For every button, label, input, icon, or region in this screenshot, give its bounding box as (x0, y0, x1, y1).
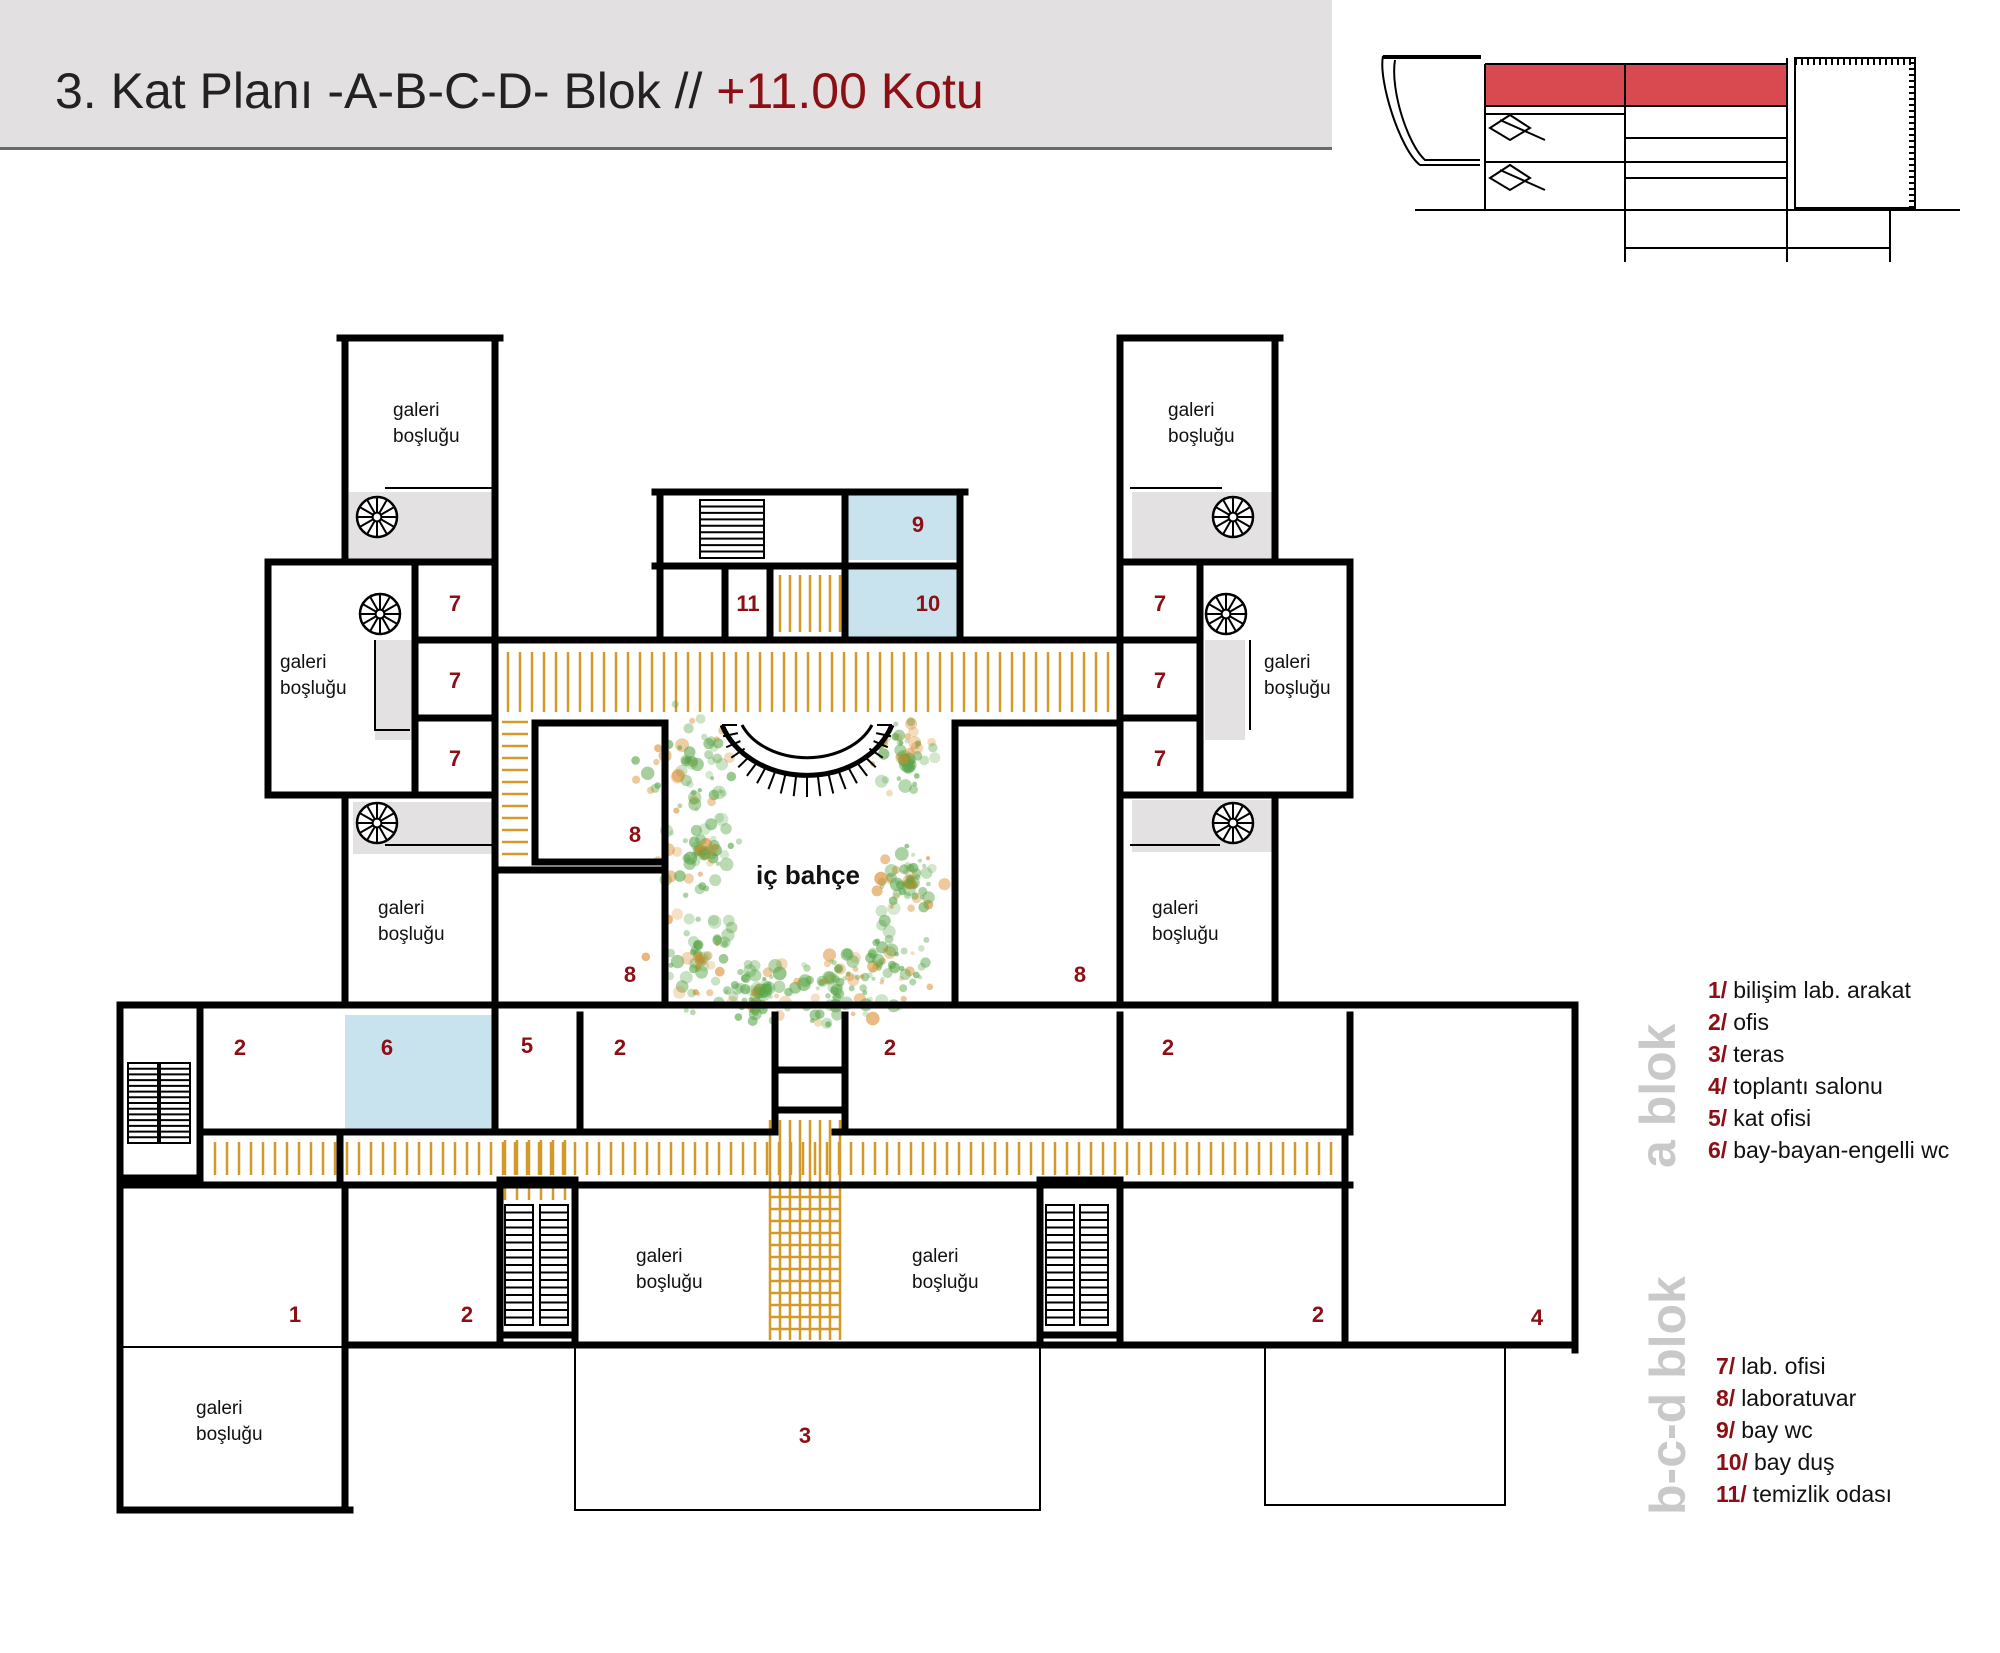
room-number-7: 7 (449, 591, 461, 616)
legend-item: 9/bay wc (1716, 1417, 1813, 1443)
room-number-2: 2 (461, 1302, 473, 1327)
svg-text:galeri: galeri (636, 1246, 682, 1267)
svg-text:galeri: galeri (393, 400, 439, 421)
svg-text:boşluğu: boşluğu (1152, 924, 1219, 945)
walls (116, 334, 1579, 1514)
room-number-9: 9 (912, 512, 924, 537)
room-number-7: 7 (449, 668, 461, 693)
room-number-7: 7 (1154, 746, 1166, 771)
block-label-a: a blok (1630, 1023, 1686, 1168)
room-number-2: 2 (614, 1035, 626, 1060)
gallery-label: galeri boşluğu (1152, 898, 1219, 945)
svg-text:boşluğu: boşluğu (196, 1424, 263, 1445)
legend-item: 1/bilişim lab. arakat (1708, 977, 1911, 1003)
title-level: +11.00 Kotu (716, 63, 984, 119)
spiral-stairs (355, 495, 1255, 845)
legend-item: 6/bay-bayan-engelli wc (1708, 1137, 1949, 1163)
wet-room-fill (345, 1015, 493, 1132)
legend-item: 5/kat ofisi (1708, 1105, 1811, 1131)
svg-text:galeri: galeri (1264, 652, 1310, 673)
svg-text:galeri: galeri (378, 898, 424, 919)
gallery-labels: galeri boşluğu galeri boşluğu galeri boşluğ… (196, 400, 1331, 1445)
room-number-5: 5 (521, 1033, 533, 1058)
gallery-label: galeri boşluğu (912, 1246, 979, 1293)
gallery-label: galeri boşluğu (393, 400, 460, 447)
room-number-11: 11 (736, 591, 759, 616)
room-number-8: 8 (1074, 962, 1086, 987)
svg-text:galeri: galeri (1152, 898, 1198, 919)
wet-room-fill (845, 566, 960, 638)
svg-text:boşluğu: boşluğu (378, 924, 445, 945)
svg-text:boşluğu: boşluğu (636, 1272, 703, 1293)
room-numbers: 7 7 7 7 7 7 8 8 8 9 10 11 2 6 5 2 2 2 1 … (234, 512, 1544, 1448)
gallery-label: galeri boşluğu (1264, 652, 1331, 699)
courtyard (631, 700, 955, 1029)
gallery-fill (1205, 640, 1245, 740)
gallery-label: galeri boşluğu (378, 898, 445, 945)
room-number-7: 7 (1154, 668, 1166, 693)
legend-bcd: 7/lab. ofisi 8/laboratuvar 9/bay wc 10/b… (1716, 1353, 1892, 1507)
svg-text:boşluğu: boşluğu (393, 426, 460, 447)
courtyard-label: iç bahçe (756, 860, 860, 890)
title-main: 3. Kat Planı -A-B-C-D- Blok // (55, 63, 703, 119)
gallery-label: galeri boşluğu (280, 652, 347, 699)
room-number-7: 7 (1154, 591, 1166, 616)
room-number-1: 1 (289, 1302, 301, 1327)
legend-a: 1/bilişim lab. arakat 2/ofis 3/teras 4/t… (1708, 977, 1949, 1163)
room-number-6: 6 (381, 1035, 393, 1060)
corridor-pattern (213, 575, 1333, 1340)
courtyard-foliage (631, 700, 951, 1029)
legend-item: 3/teras (1708, 1041, 1784, 1067)
gallery-label: galeri boşluğu (1168, 400, 1235, 447)
svg-text:galeri: galeri (280, 652, 326, 673)
svg-text:galeri: galeri (1168, 400, 1214, 421)
legend-item: 8/laboratuvar (1716, 1385, 1857, 1411)
title-band: 3. Kat Planı -A-B-C-D- Blok // +11.00 Ko… (0, 0, 1332, 150)
room-number-4: 4 (1531, 1305, 1544, 1330)
room-number-2: 2 (1312, 1302, 1324, 1327)
highlighted-floor (1485, 64, 1787, 106)
svg-text:boşluğu: boşluğu (912, 1272, 979, 1293)
gallery-label: galeri boşluğu (636, 1246, 703, 1293)
room-number-2: 2 (884, 1035, 896, 1060)
room-number-8: 8 (624, 962, 636, 987)
room-number-7: 7 (449, 746, 461, 771)
section-thumbnail (1381, 55, 1960, 262)
room-number-2: 2 (1162, 1035, 1174, 1060)
room-number-8: 8 (629, 822, 641, 847)
page-title: 3. Kat Planı -A-B-C-D- Blok // +11.00 Ko… (55, 62, 984, 120)
legend-item: 4/toplantı salonu (1708, 1073, 1883, 1099)
svg-text:boşluğu: boşluğu (1168, 426, 1235, 447)
block-label-bcd: b-c-d blok (1640, 1276, 1696, 1515)
room-number-3: 3 (799, 1423, 811, 1448)
gallery-fill (375, 640, 415, 740)
legend-item: 7/lab. ofisi (1716, 1353, 1826, 1379)
courtyard-stair (722, 724, 892, 797)
legend-item: 11/temizlik odası (1716, 1481, 1892, 1507)
svg-text:boşluğu: boşluğu (1264, 678, 1331, 699)
gallery-label: galeri boşluğu (196, 1398, 263, 1445)
room-number-2: 2 (234, 1035, 246, 1060)
room-number-10: 10 (916, 591, 940, 616)
legend-item: 10/bay duş (1716, 1449, 1835, 1475)
svg-text:boşluğu: boşluğu (280, 678, 347, 699)
legend-item: 2/ofis (1708, 1009, 1769, 1035)
stairs (127, 499, 1109, 1326)
wet-room-fill (845, 492, 960, 560)
svg-text:galeri: galeri (912, 1246, 958, 1267)
svg-text:galeri: galeri (196, 1398, 242, 1419)
